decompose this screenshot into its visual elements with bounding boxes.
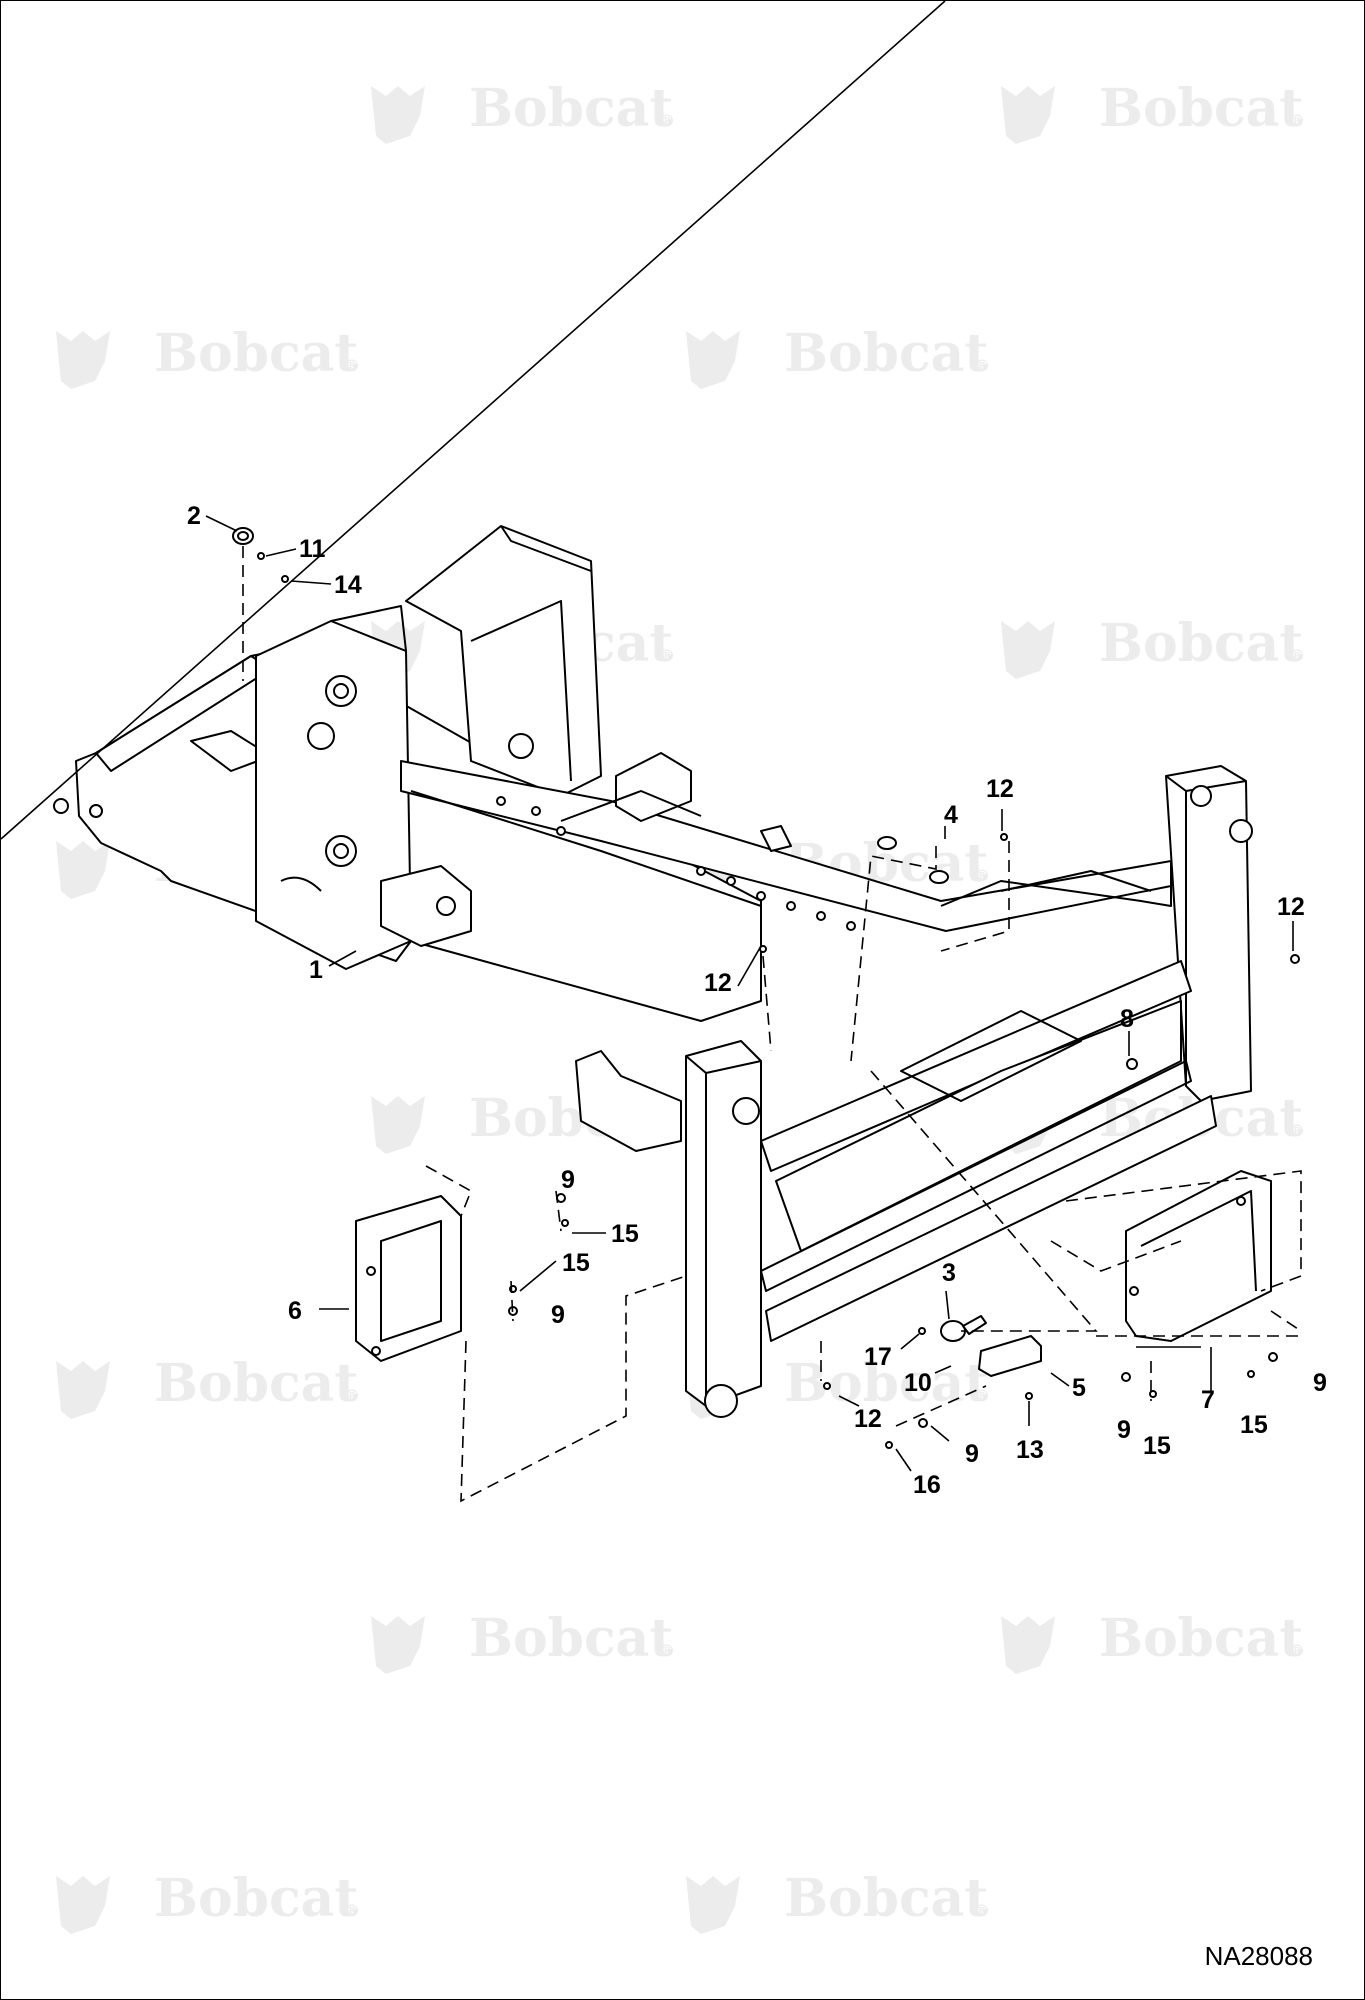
callout-1: 1 — [309, 956, 323, 984]
callout-14: 14 — [334, 571, 362, 599]
bobcat-logo-icon — [1001, 86, 1055, 144]
watermark-tile: Bobcat® — [1001, 78, 1305, 144]
watermark-registered-mark: ® — [1289, 1641, 1305, 1660]
watermark-registered-mark: ® — [974, 1386, 990, 1405]
bobcat-logo-icon — [371, 86, 425, 144]
callout-9-b: 9 — [551, 1301, 565, 1329]
detail-parts — [232, 527, 1300, 1449]
callout-9-a: 9 — [561, 1166, 575, 1194]
callout-16: 16 — [913, 1471, 941, 1499]
bobcat-logo-icon — [371, 1616, 425, 1674]
watermark-tile: Bobcat® — [371, 78, 675, 144]
main-frame-assembly — [53, 525, 1253, 1418]
watermark-registered-mark: ® — [344, 1386, 360, 1405]
watermark-text: Bobcat — [1099, 78, 1303, 139]
callout-12-right: 12 — [1277, 893, 1305, 921]
callout-5: 5 — [1072, 1374, 1086, 1402]
watermark-registered-mark: ® — [344, 1901, 360, 1920]
bobcat-logo-icon — [56, 1361, 110, 1419]
watermark-registered-mark: ® — [344, 356, 360, 375]
callout-15-b: 15 — [562, 1249, 590, 1277]
callout-12-bottom: 12 — [854, 1405, 882, 1433]
bobcat-logo-icon — [371, 1096, 425, 1154]
bobcat-logo-icon — [1001, 1616, 1055, 1674]
callout-7: 7 — [1201, 1386, 1215, 1414]
bobcat-logo-icon — [686, 1876, 740, 1934]
watermark-text: Bobcat — [784, 1868, 988, 1929]
leader-lines — [1, 1, 1294, 1472]
callout-15-c: 15 — [1143, 1432, 1171, 1460]
watermark-text: Bobcat — [154, 323, 358, 384]
callout-17: 17 — [864, 1343, 892, 1371]
callout-3: 3 — [942, 1259, 956, 1287]
bobcat-logo-icon — [686, 331, 740, 389]
watermark-registered-mark: ® — [659, 1641, 675, 1660]
watermark-tile: Bobcat® — [56, 1868, 360, 1934]
watermark-tile: Bobcat® — [371, 1608, 675, 1674]
callout-15-d: 15 — [1240, 1411, 1268, 1439]
drawing-number: NA28088 — [1204, 1941, 1313, 1971]
watermark-text: Bobcat — [154, 1353, 358, 1414]
watermark-text: Bobcat — [784, 323, 988, 384]
watermark-registered-mark: ® — [1289, 1121, 1305, 1140]
watermark-tile: Bobcat® — [1001, 1608, 1305, 1674]
callout-13: 13 — [1016, 1436, 1044, 1464]
watermark-text: Bobcat — [154, 1868, 358, 1929]
bobcat-logo-icon — [56, 331, 110, 389]
callout-9-e: 9 — [1313, 1369, 1327, 1397]
watermark-registered-mark: ® — [974, 356, 990, 375]
dashed-assembly-lines — [242, 546, 1302, 1503]
callout-2: 2 — [187, 502, 201, 530]
bobcat-logo-icon — [56, 1876, 110, 1934]
watermark-text: Bobcat — [469, 1608, 673, 1669]
watermark-tile: Bobcat® — [686, 323, 990, 389]
watermark-tile: Bobcat® — [56, 323, 360, 389]
callout-8: 8 — [1120, 1005, 1134, 1033]
callout-10: 10 — [904, 1369, 932, 1397]
watermark-tile: Bobcat® — [686, 1868, 990, 1934]
callout-labels: 2 11 14 1 4 12 12 12 8 9 15 15 6 9 3 17 … — [187, 502, 1327, 1499]
bobcat-logo-icon — [1001, 621, 1055, 679]
callout-12-top: 12 — [986, 775, 1014, 803]
callout-4: 4 — [944, 801, 958, 829]
callout-12-mid: 12 — [704, 969, 732, 997]
watermark-registered-mark: ® — [1289, 646, 1305, 665]
callout-15-a: 15 — [611, 1220, 639, 1248]
watermark-tile: Bobcat® — [56, 1353, 360, 1419]
watermark-text: Bobcat — [1099, 613, 1303, 674]
watermark-registered-mark: ® — [659, 646, 675, 665]
bobcat-logo-icon — [56, 841, 110, 899]
watermark-tile: Bobcat® — [1001, 613, 1305, 679]
callout-11: 11 — [299, 535, 326, 563]
watermark-registered-mark: ® — [974, 866, 990, 885]
watermark-registered-mark: ® — [1289, 111, 1305, 130]
watermark-text: Bobcat — [1099, 1608, 1303, 1669]
watermark-registered-mark: ® — [659, 111, 675, 130]
callout-9-c: 9 — [965, 1440, 979, 1468]
callout-6: 6 — [288, 1297, 302, 1325]
watermark-text: Bobcat — [469, 78, 673, 139]
watermark-registered-mark: ® — [974, 1901, 990, 1920]
watermark-text: Bobcat — [784, 1353, 988, 1414]
callout-9-d: 9 — [1117, 1416, 1131, 1444]
